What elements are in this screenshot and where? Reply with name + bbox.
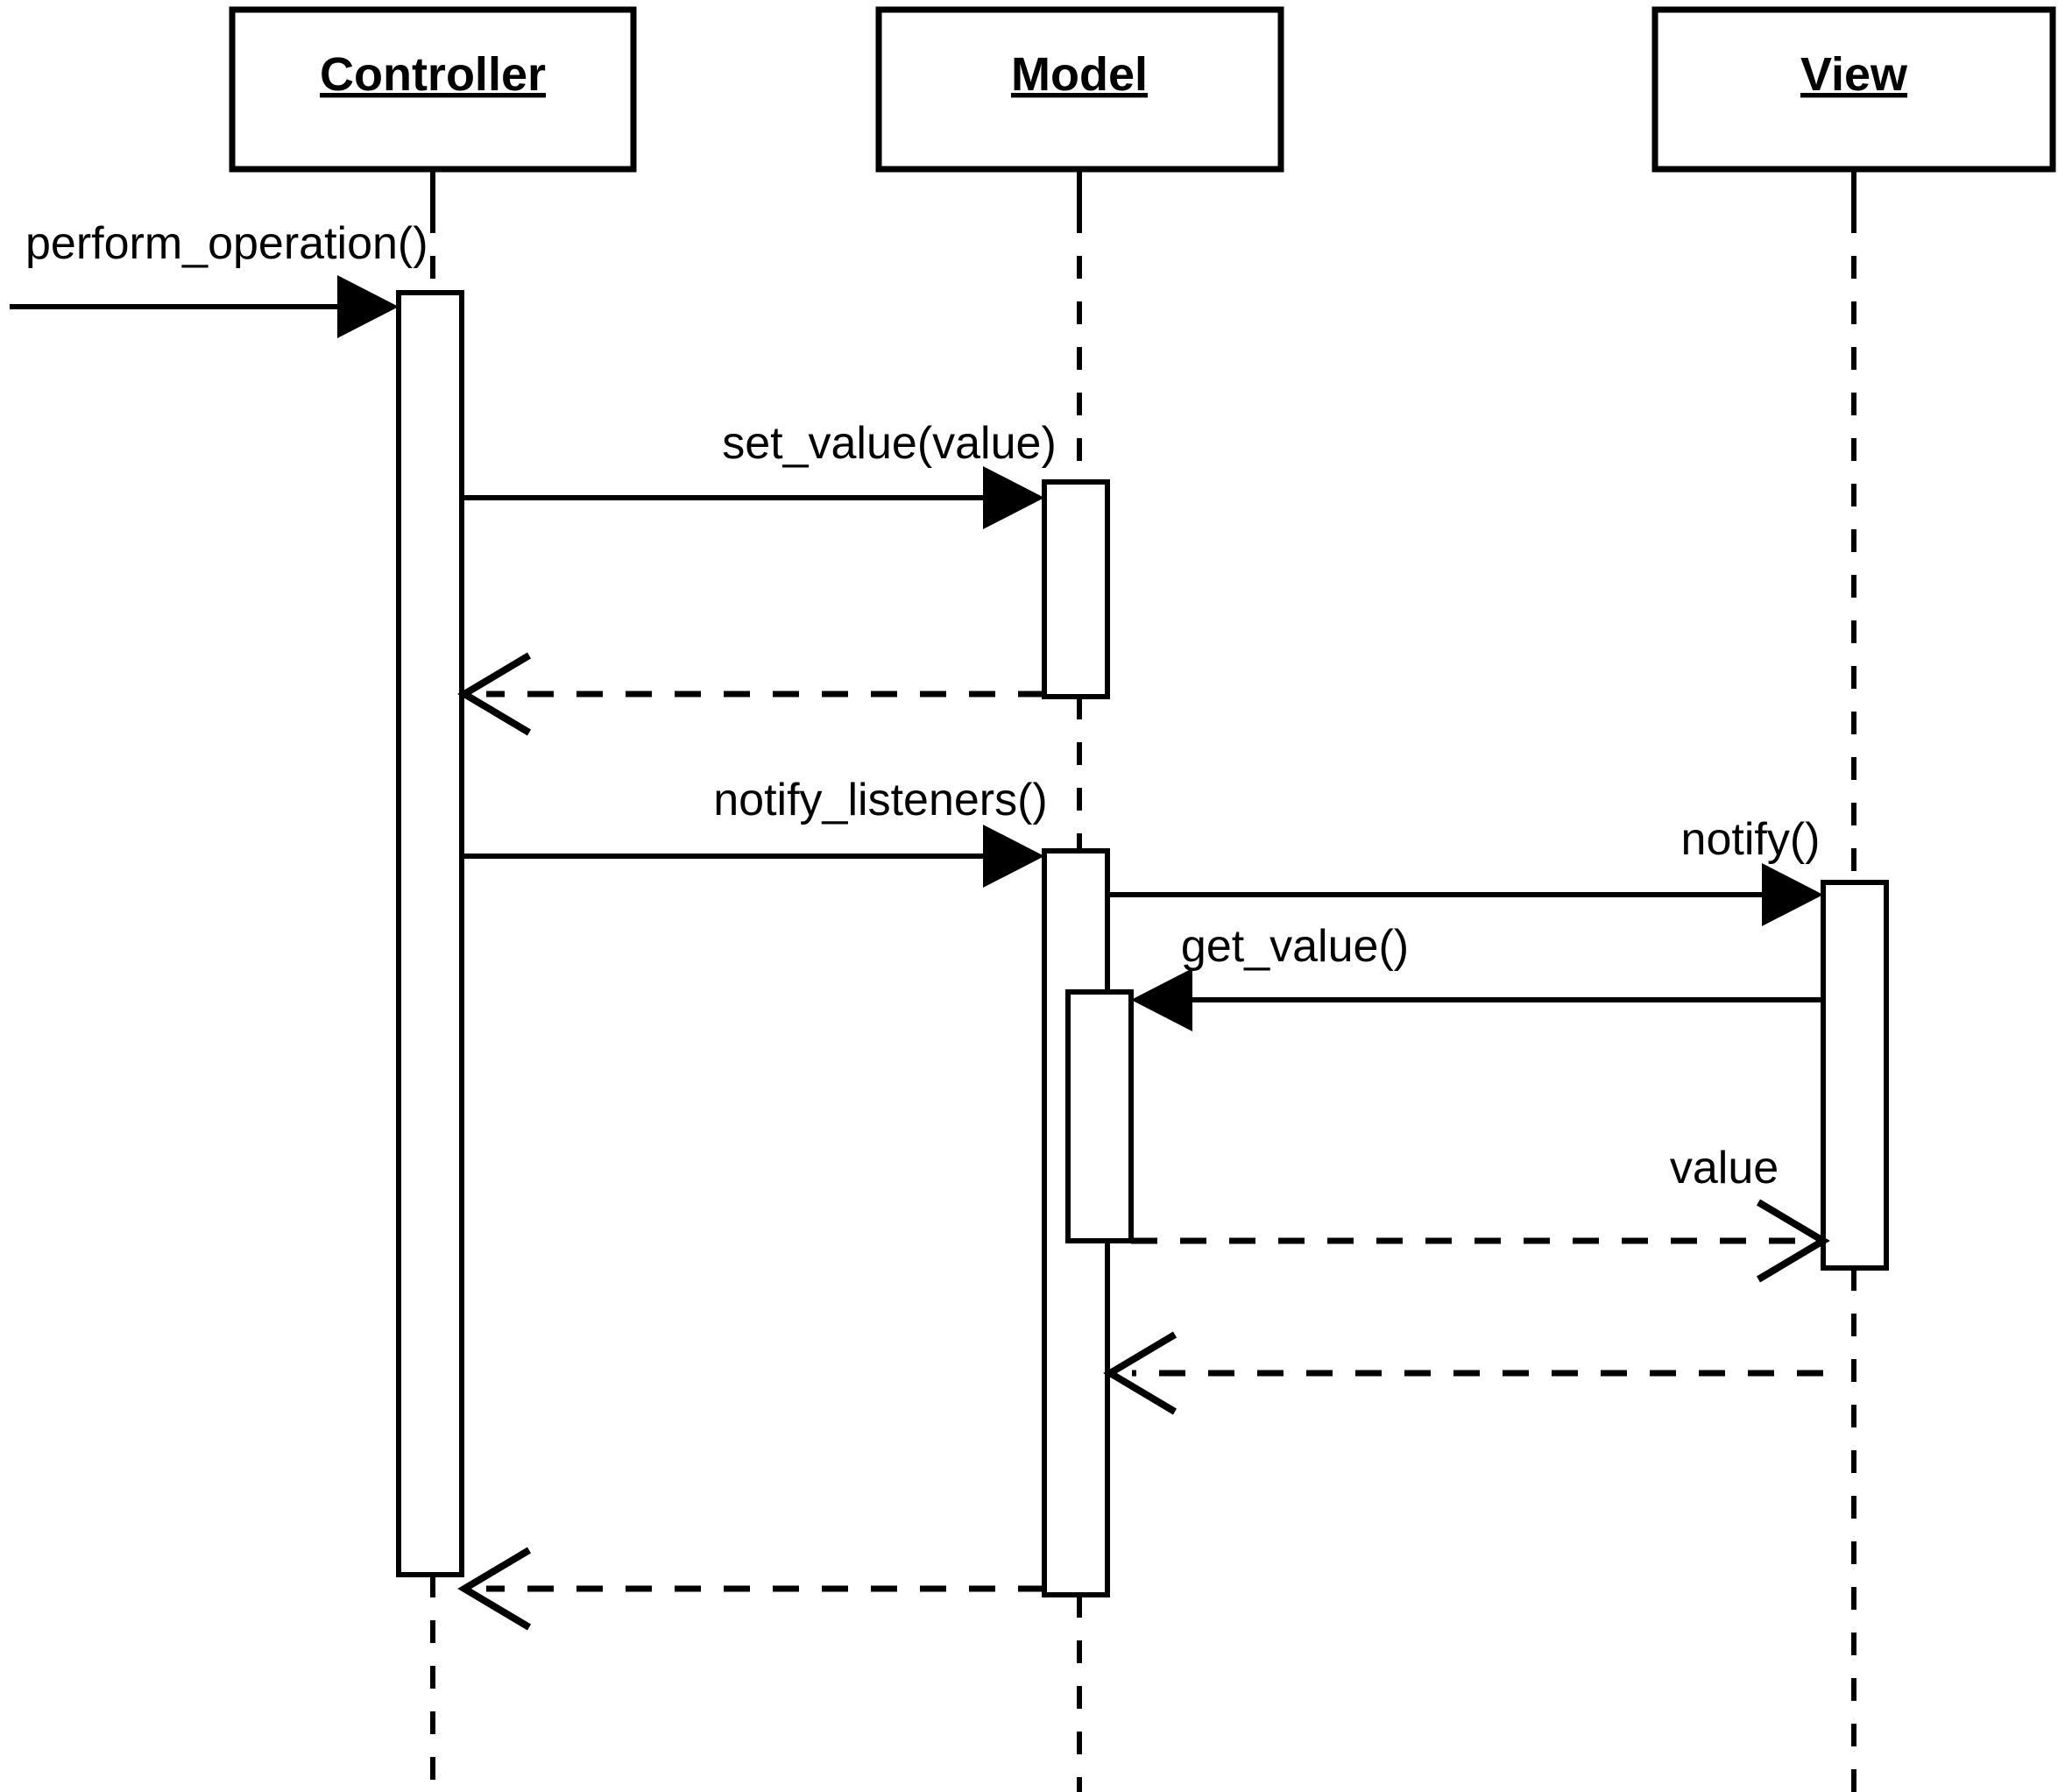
- message-value-return[interactable]: value: [1131, 1143, 1830, 1283]
- message-notify-listeners[interactable]: notify_listeners(): [462, 775, 1048, 888]
- participant-box-model[interactable]: [875, 6, 1284, 173]
- arrowhead-filled-perform-operation: [337, 275, 399, 338]
- activation-bar-model-nested[interactable]: [1065, 989, 1134, 1243]
- arrowhead-filled-notify-listeners: [983, 825, 1044, 888]
- message-get-value[interactable]: get_value(): [1131, 921, 1823, 1031]
- participant-label-model: Model: [1011, 48, 1148, 101]
- message-label-notify-listeners: notify_listeners(): [713, 775, 1047, 825]
- message-notify[interactable]: notify(): [1107, 814, 1823, 926]
- lifelines-layer: [430, 169, 1856, 1792]
- message-notify-return[interactable]: [1103, 1331, 1823, 1415]
- activation-bar-controller[interactable]: [396, 290, 464, 1577]
- message-label-set-value: set_value(value): [722, 418, 1057, 469]
- arrowhead-open-value-return: [1756, 1199, 1830, 1283]
- activation-bar-view[interactable]: [1821, 880, 1889, 1271]
- arrowhead-filled-set-value: [983, 466, 1044, 529]
- message-label-value-return: value: [1670, 1143, 1779, 1193]
- participant-view[interactable]: View: [1651, 6, 2056, 173]
- message-set-value[interactable]: set_value(value): [462, 418, 1057, 529]
- message-set-value-return[interactable]: [457, 652, 1044, 736]
- arrowhead-open-notify-listeners-return: [457, 1547, 532, 1631]
- message-notify-listeners-return[interactable]: [457, 1547, 1044, 1631]
- message-perform-operation[interactable]: perform_operation(): [10, 218, 428, 338]
- message-label-perform-operation: perform_operation(): [25, 218, 428, 269]
- message-label-notify: notify(): [1681, 814, 1821, 865]
- arrowhead-filled-notify: [1762, 863, 1823, 926]
- activation-bar-model-first[interactable]: [1042, 479, 1110, 699]
- participant-label-controller: Controller: [320, 48, 546, 101]
- participant-box-view[interactable]: [1651, 6, 2056, 173]
- participant-controller[interactable]: Controller: [229, 6, 637, 173]
- arrowhead-filled-get-value: [1131, 968, 1192, 1031]
- arrowhead-open-notify-return: [1103, 1331, 1178, 1415]
- message-label-get-value: get_value(): [1181, 921, 1409, 972]
- arrowhead-open-set-value-return: [457, 652, 532, 736]
- participant-label-view: View: [1800, 48, 1908, 101]
- participant-model[interactable]: Model: [875, 6, 1284, 173]
- participant-box-controller[interactable]: [229, 6, 637, 173]
